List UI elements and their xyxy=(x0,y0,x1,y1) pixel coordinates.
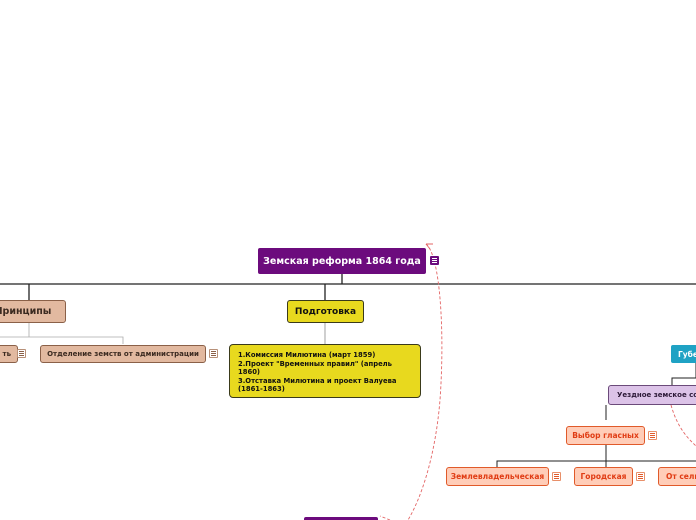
note-icon[interactable] xyxy=(17,349,26,358)
root-node[interactable]: Земская реформа 1864 года xyxy=(258,248,426,274)
note-icon[interactable] xyxy=(430,256,439,265)
preparation-node[interactable]: Подготовка xyxy=(287,300,364,323)
provincial-node[interactable]: Губе xyxy=(671,345,696,363)
district-assembly-node[interactable]: Уездное земское со xyxy=(608,385,696,405)
offscreen-node[interactable] xyxy=(304,517,378,520)
note-icon[interactable] xyxy=(648,431,657,440)
dashed-relation-root xyxy=(407,243,443,520)
urban-curia-node[interactable]: Городская xyxy=(574,467,633,486)
landowner-curia-node[interactable]: Землевладельческая xyxy=(446,467,549,486)
right-branch-connector xyxy=(496,363,696,467)
note-icon[interactable] xyxy=(552,472,561,481)
principle-node-partial[interactable]: ть xyxy=(0,345,18,363)
principles-connector xyxy=(0,323,124,344)
election-node[interactable]: Выбор гласных xyxy=(566,426,645,445)
dashed-relation-right xyxy=(670,404,696,447)
dashed-relation-bottom xyxy=(379,515,391,520)
arrow-head xyxy=(425,243,433,250)
preparation-item: 1860) xyxy=(238,368,261,377)
note-icon[interactable] xyxy=(209,349,218,358)
preparation-list-node[interactable]: 1.Комиссия Милютина (март 1859) 2.Проект… xyxy=(229,344,421,398)
principles-node[interactable]: Принципы xyxy=(0,300,66,323)
preparation-item: 2.Проект "Временных правил" (апрель xyxy=(238,359,392,368)
preparation-item: 1.Комиссия Милютина (март 1859) xyxy=(238,351,376,359)
note-icon[interactable] xyxy=(636,472,645,481)
rural-curia-node[interactable]: От сель xyxy=(658,467,696,486)
preparation-item: 3.Отставка Милютина и проект Валуева xyxy=(238,376,397,385)
root-connector xyxy=(0,274,696,300)
preparation-item: (1861-1863) xyxy=(238,385,285,394)
separation-node[interactable]: Отделение земств от администрации xyxy=(40,345,206,363)
